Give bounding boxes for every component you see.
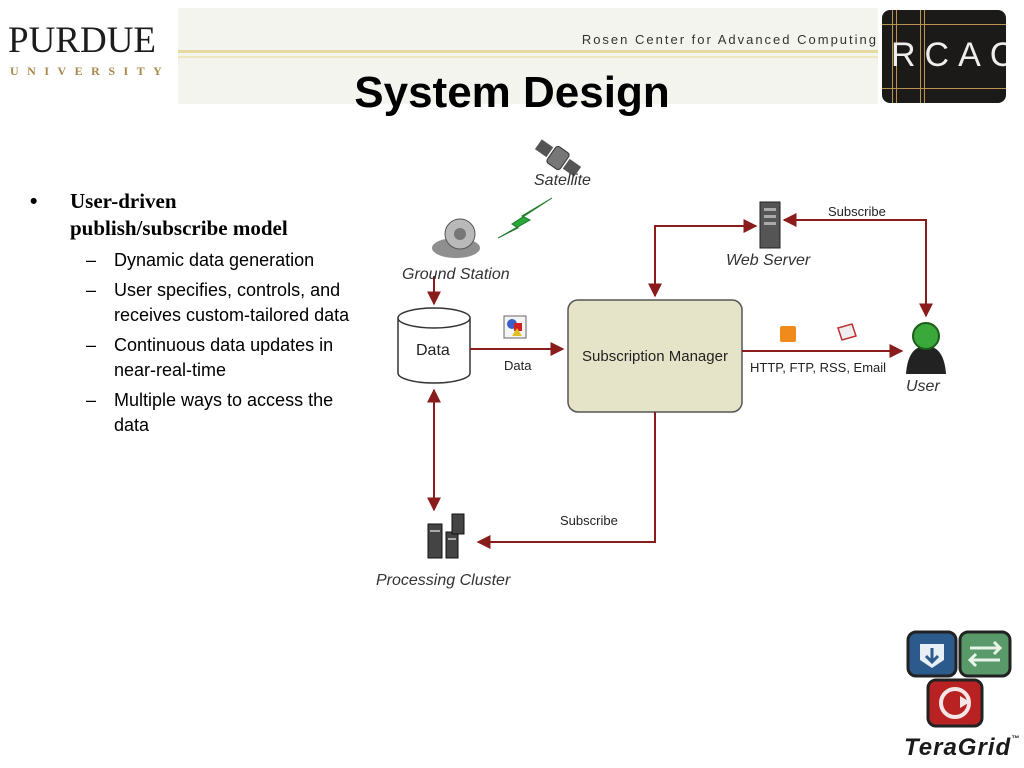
delivery-methods-label: HTTP, FTP, RSS, Email	[750, 360, 887, 375]
purdue-logo: PURDUE UNIVERSITY	[8, 20, 168, 82]
web-server-label: Web Server	[726, 252, 811, 269]
satellite-label: Satellite	[534, 172, 591, 189]
bullet-marker: •	[30, 190, 38, 213]
sub-bullet: –Dynamic data generation	[86, 250, 315, 270]
user-subscribe-arrow	[782, 213, 933, 318]
sub-bullet-list: –Dynamic data generation –User specifies…	[30, 248, 366, 438]
signal-bolt-icon	[497, 197, 553, 239]
diagram-connectors	[427, 213, 933, 549]
user-icon	[906, 322, 946, 374]
rcac-badge-text: RCAC	[891, 36, 1006, 74]
ground-station-icon	[432, 218, 480, 258]
subscribe-bottom-label: Subscribe	[560, 513, 618, 528]
data-store	[397, 307, 471, 384]
teragrid-logo: TeraGrid™	[898, 626, 1021, 766]
rcac-badge: RCAC	[882, 10, 1006, 103]
email-icon	[837, 323, 857, 341]
satellite-icon	[534, 139, 582, 177]
teragrid-wordmark: TeraGrid™	[904, 734, 1021, 761]
ground-station-label: Ground Station	[402, 266, 510, 283]
header-rule	[178, 50, 878, 53]
sub-bullet: –Continuous data updates in near-real-ti…	[86, 335, 334, 380]
system-diagram: Satellite Ground Station Data Data Subsc…	[370, 128, 1010, 598]
page-title: System Design	[354, 68, 670, 117]
manager-webserver-arrow	[648, 219, 758, 298]
processing-cluster-label: Processing Cluster	[376, 572, 511, 589]
sub-bullet: –Multiple ways to access the data	[86, 390, 334, 435]
data-store-label: Data	[416, 342, 450, 359]
manager-to-cluster-arrow	[476, 412, 656, 549]
subscribe-top-label: Subscribe	[828, 204, 886, 219]
main-bullet-text: User-driven publish/subscribe model	[70, 189, 288, 240]
rss-icon	[780, 326, 796, 342]
data-file-icon	[503, 315, 527, 339]
subscription-manager-label: Subscription Manager	[582, 348, 728, 365]
teragrid-emblem	[906, 630, 1012, 728]
bullet-list: • User-driven publish/subscribe model –D…	[30, 188, 366, 443]
purdue-wordmark: PURDUE	[8, 20, 157, 61]
center-name: Rosen Center for Advanced Computing	[581, 32, 878, 47]
purdue-subtitle: UNIVERSITY	[10, 64, 171, 78]
diagram-canvas	[397, 139, 946, 559]
processing-cluster-icon	[427, 513, 465, 559]
web-server-icon	[759, 201, 781, 249]
data-flow-label: Data	[504, 358, 532, 373]
sub-bullet: –User specifies, controls, and receives …	[86, 280, 350, 325]
user-label: User	[906, 378, 940, 395]
main-bullet: • User-driven publish/subscribe model	[30, 188, 366, 242]
header-rule-thin	[178, 56, 878, 58]
